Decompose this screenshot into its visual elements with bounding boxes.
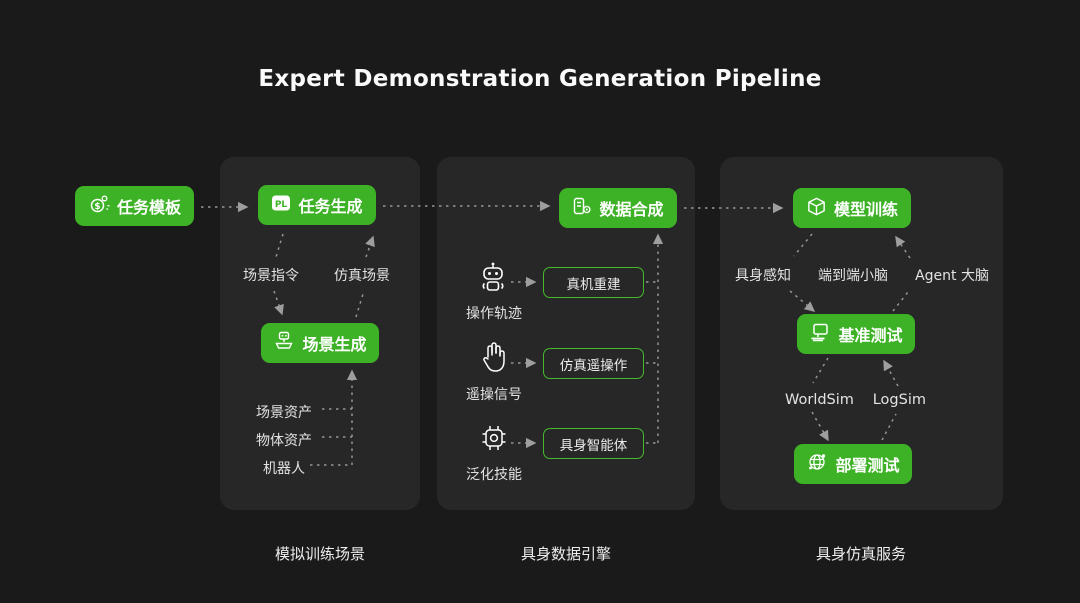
caption-embodied-data-engine: 具身数据引擎	[520, 545, 612, 563]
pl-badge-text: PL	[275, 200, 288, 210]
cube-icon	[806, 196, 827, 221]
label-robot-asset: 机器人	[263, 461, 305, 477]
node-label: 模型训练	[833, 200, 898, 219]
node-simulated-teleoperation: 仿真遥操作	[543, 348, 644, 379]
label-worldsim: WorldSim	[785, 392, 854, 408]
node-embodied-agent: 具身智能体	[543, 428, 644, 459]
node-label: 部署测试	[835, 456, 900, 475]
skill-chip-icon	[478, 421, 510, 463]
coins-spark-icon: $	[88, 193, 110, 219]
label-logsim: LogSim	[872, 392, 926, 408]
diagram-title: Expert Demonstration Generation Pipeline	[258, 66, 822, 92]
node-deployment-testing: 部署测试	[794, 444, 912, 484]
label-agent-brain: Agent 大脑	[915, 268, 989, 284]
label-scene-command: 场景指令	[243, 268, 299, 284]
label-operation-trajectory: 操作轨迹	[466, 306, 522, 322]
svg-text:$: $	[94, 202, 100, 212]
node-label: 任务模板	[116, 198, 181, 217]
recorder-icon	[572, 196, 592, 220]
node-label: 仿真遥操作	[559, 357, 628, 374]
node-scene-generation: 场景生成	[261, 323, 379, 363]
robot-conveyor-icon	[273, 330, 295, 356]
sim-row: WorldSim LogSim	[785, 392, 926, 408]
glove-icon	[478, 340, 510, 380]
label-scene-assets: 场景资产	[256, 405, 312, 421]
label-generalized-skills: 泛化技能	[466, 467, 522, 483]
robot-icon	[477, 260, 509, 304]
node-task-template: $ 任务模板	[75, 186, 194, 226]
pl-badge-icon: PL	[271, 193, 291, 217]
caption-simulation-training-scene: 模拟训练场景	[274, 545, 366, 563]
monitor-icon	[809, 321, 831, 347]
node-model-training: 模型训练	[793, 188, 911, 228]
node-label: 场景生成	[302, 335, 367, 354]
network-globe-icon	[806, 451, 828, 477]
model-brain-row: 具身感知 端到端小脑 Agent 大脑	[735, 265, 989, 285]
node-label: 具身智能体	[559, 437, 628, 454]
label-embodied-perception: 具身感知	[735, 268, 791, 284]
node-data-synthesis: 数据合成	[559, 188, 677, 228]
label-sim-scene: 仿真场景	[334, 268, 390, 284]
node-label: 任务生成	[298, 197, 363, 216]
label-end-to-end-cerebellum: 端到端小脑	[818, 268, 889, 284]
node-label: 数据合成	[599, 200, 664, 219]
node-label: 真机重建	[566, 276, 621, 293]
node-task-generation: PL 任务生成	[258, 185, 376, 225]
node-label: 基准测试	[838, 326, 903, 345]
label-object-assets: 物体资产	[256, 433, 312, 449]
node-benchmark-testing: 基准测试	[797, 314, 915, 354]
node-real-machine-reconstruction: 真机重建	[543, 267, 644, 298]
label-teleoperation-signal: 遥操信号	[466, 387, 522, 403]
caption-embodied-simulation-service: 具身仿真服务	[815, 545, 907, 563]
